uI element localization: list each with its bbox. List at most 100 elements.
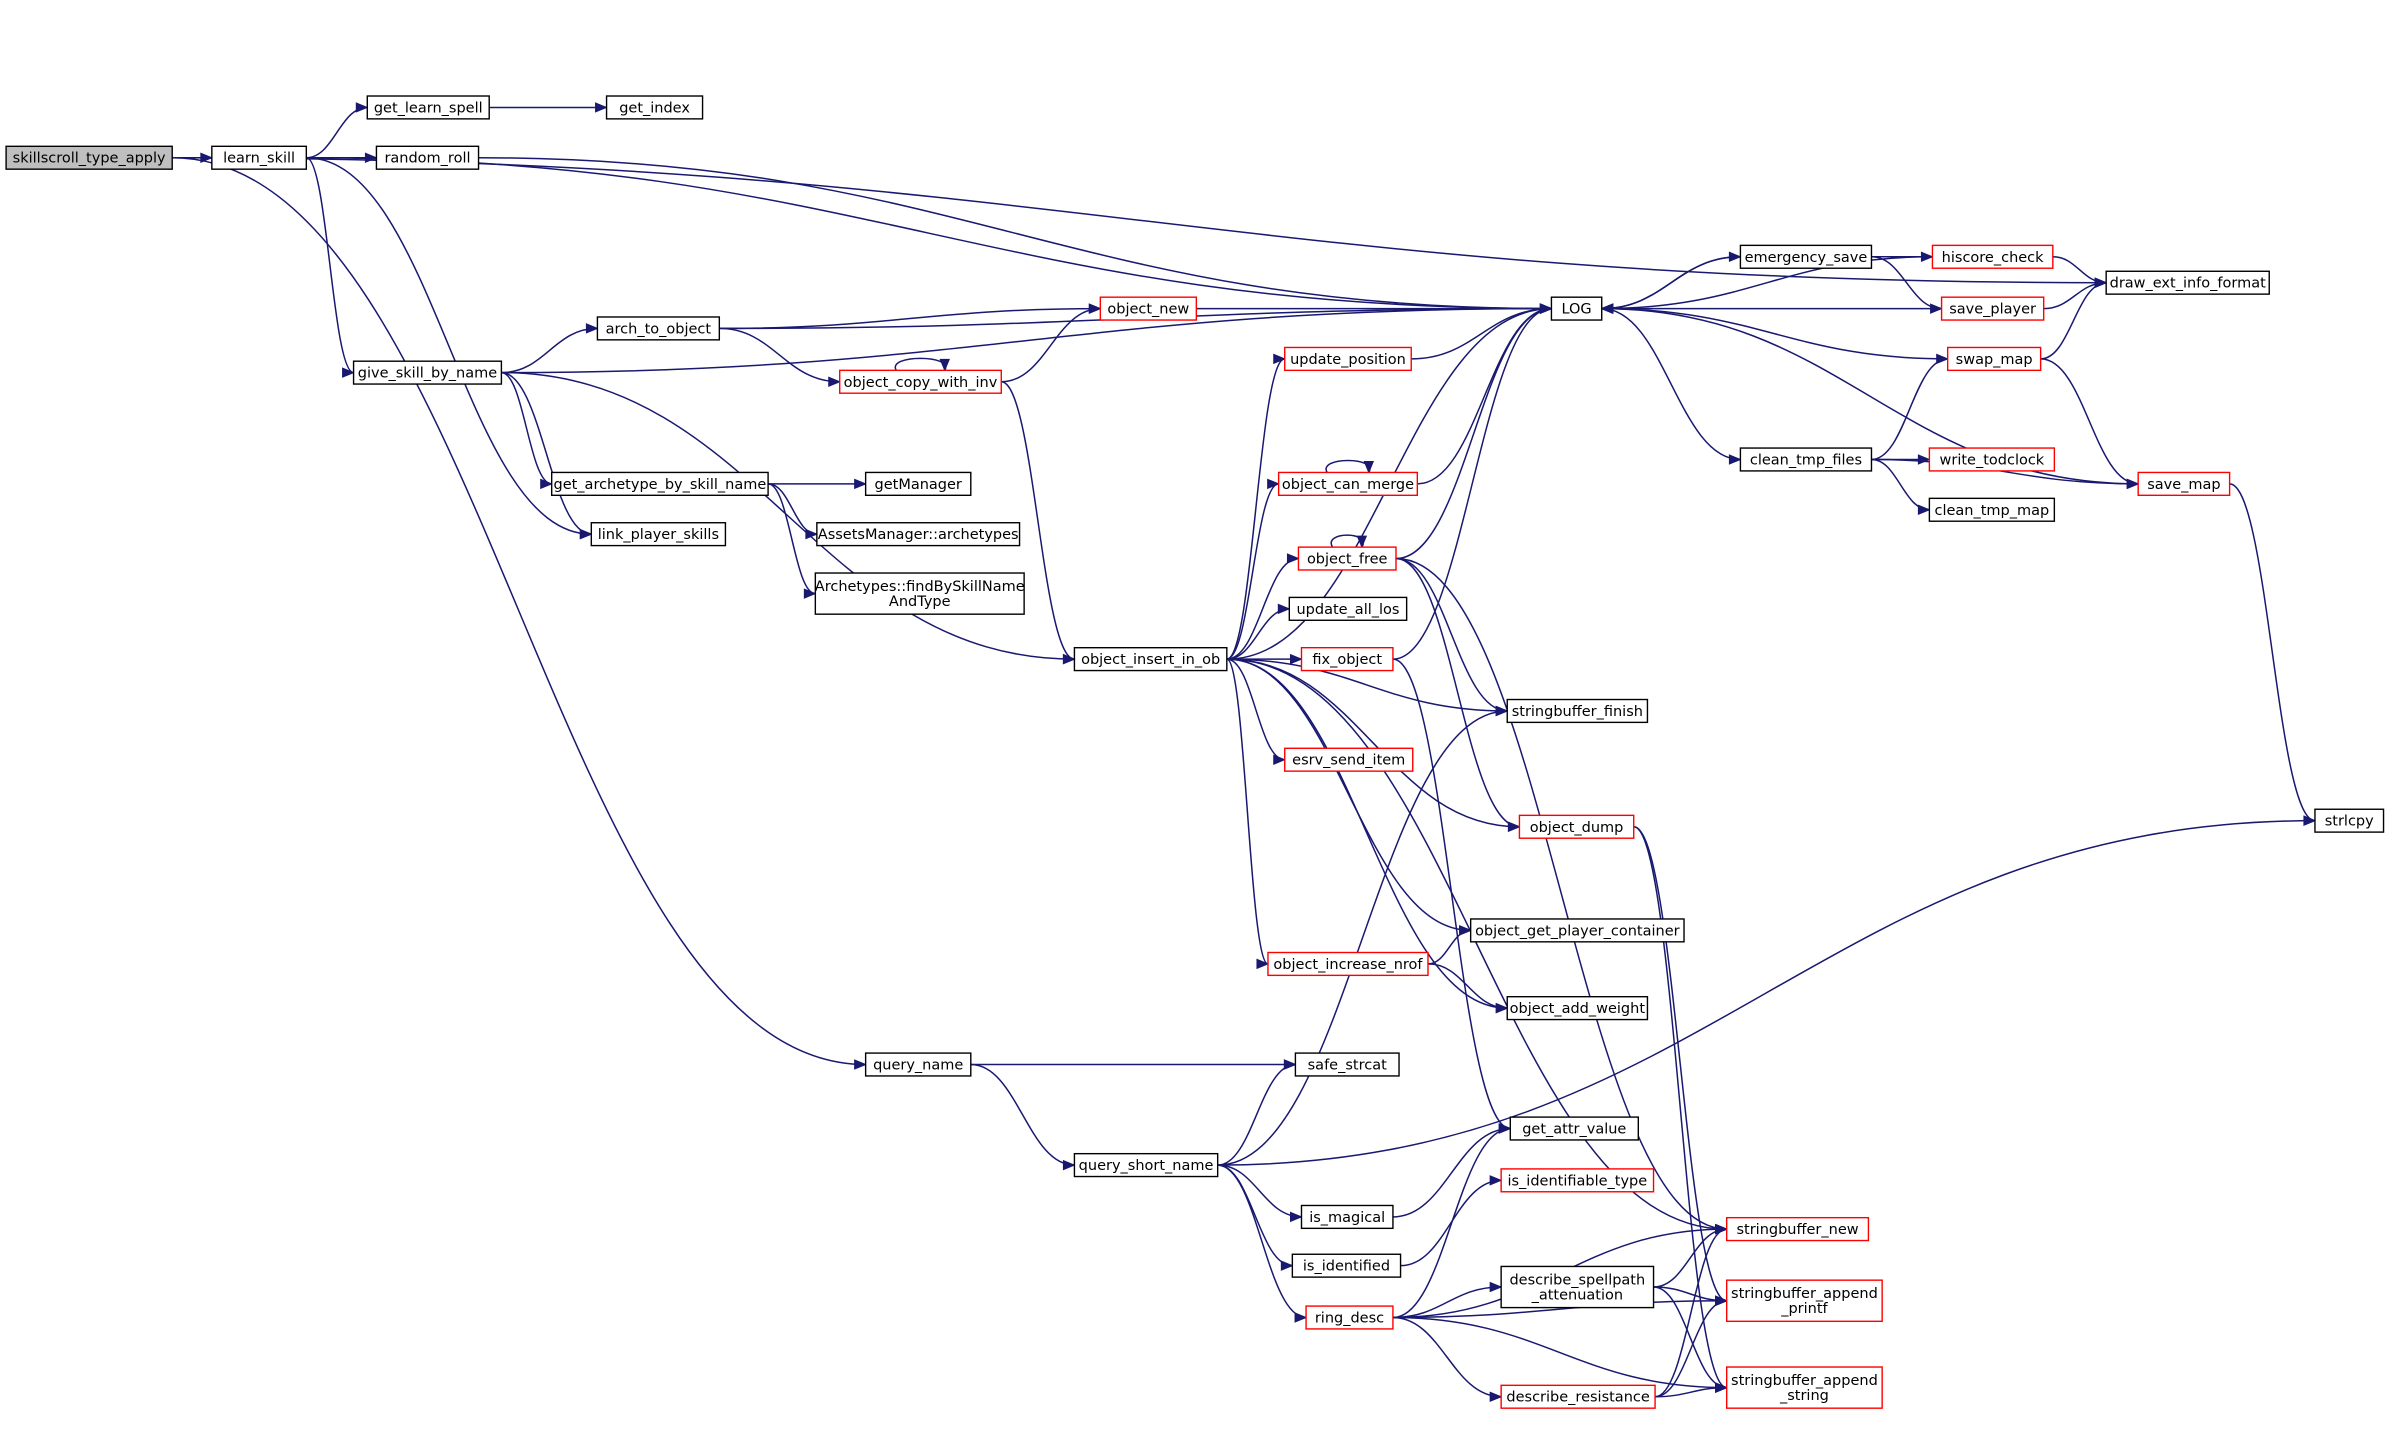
node-stringbuffer_append_printf[interactable]: stringbuffer_append_printf (1725, 1279, 1883, 1323)
node-box-object_can_merge[interactable] (1277, 471, 1419, 497)
node-box-arch_to_object[interactable] (596, 316, 721, 341)
node-get_index[interactable]: get_index (605, 95, 704, 120)
node-box-LOG[interactable] (1550, 296, 1603, 321)
node-random_roll[interactable]: random_roll (375, 145, 480, 170)
node-box-object_new[interactable] (1099, 296, 1198, 321)
node-box-learn_skill[interactable] (211, 145, 308, 170)
node-object_can_merge[interactable]: object_can_merge (1277, 471, 1419, 497)
node-box-object_dump[interactable] (1518, 814, 1635, 839)
node-query_short_name[interactable]: query_short_name (1073, 1152, 1219, 1178)
node-box-AssetsManager_archetypes[interactable] (816, 522, 1021, 547)
node-box-object_get_player_container[interactable] (1469, 918, 1685, 943)
node-draw_ext_info_format[interactable]: draw_ext_info_format (2105, 270, 2270, 295)
node-box-object_increase_nrof[interactable] (1267, 951, 1429, 977)
node-box-stringbuffer_append_printf[interactable] (1725, 1279, 1883, 1323)
node-skillscroll_type_apply[interactable]: skillscroll_type_apply (5, 145, 173, 170)
node-safe_strcat[interactable]: safe_strcat (1294, 1052, 1400, 1077)
node-box-findBySkillNameAndType[interactable] (814, 572, 1025, 615)
node-box-emergency_save[interactable] (1739, 244, 1873, 269)
node-object_new[interactable]: object_new (1099, 296, 1198, 321)
node-get_learn_spell[interactable]: get_learn_spell (366, 95, 490, 120)
node-learn_skill[interactable]: learn_skill (211, 145, 308, 170)
node-box-clean_tmp_map[interactable] (1928, 497, 2056, 522)
node-save_map[interactable]: save_map (2137, 471, 2231, 497)
node-is_identified[interactable]: is_identified (1291, 1253, 1402, 1278)
node-box-update_position[interactable] (1284, 346, 1412, 372)
node-object_insert_in_ob[interactable]: object_insert_in_ob (1073, 647, 1228, 672)
node-box-is_identified[interactable] (1291, 1253, 1402, 1278)
node-stringbuffer_finish[interactable]: stringbuffer_finish (1506, 698, 1649, 724)
node-box-query_short_name[interactable] (1073, 1152, 1219, 1178)
node-box-fix_object[interactable] (1300, 647, 1394, 672)
node-box-stringbuffer_append_string[interactable] (1725, 1366, 1883, 1409)
node-arch_to_object[interactable]: arch_to_object (596, 316, 721, 341)
node-get_attr_value[interactable]: get_attr_value (1509, 1116, 1640, 1141)
node-box-save_player[interactable] (1940, 296, 2045, 321)
node-query_name[interactable]: query_name (864, 1052, 972, 1077)
node-strlcpy[interactable]: strlcpy (2314, 808, 2385, 833)
node-object_free[interactable]: object_free (1297, 546, 1397, 571)
node-hiscore_check[interactable]: hiscore_check (1931, 244, 2054, 269)
node-ring_desc[interactable]: ring_desc (1305, 1305, 1394, 1330)
node-swap_map[interactable]: swap_map (1946, 346, 2042, 372)
node-box-hiscore_check[interactable] (1931, 244, 2054, 269)
node-box-is_magical[interactable] (1300, 1204, 1394, 1230)
node-box-object_add_weight[interactable] (1506, 995, 1649, 1021)
node-box-strlcpy[interactable] (2314, 808, 2385, 833)
node-getManager[interactable]: getManager (864, 471, 972, 497)
node-stringbuffer_new[interactable]: stringbuffer_new (1725, 1216, 1870, 1242)
node-AssetsManager_archetypes[interactable]: AssetsManager::archetypes (816, 522, 1021, 547)
node-box-stringbuffer_new[interactable] (1725, 1216, 1870, 1242)
node-box-write_todclock[interactable] (1928, 447, 2056, 472)
node-LOG[interactable]: LOG (1550, 296, 1603, 321)
node-clean_tmp_map[interactable]: clean_tmp_map (1928, 497, 2056, 522)
node-box-update_all_los[interactable] (1288, 596, 1408, 621)
node-box-getManager[interactable] (864, 471, 972, 497)
node-object_increase_nrof[interactable]: object_increase_nrof (1267, 951, 1429, 977)
node-is_magical[interactable]: is_magical (1300, 1204, 1394, 1230)
node-object_dump[interactable]: object_dump (1518, 814, 1635, 839)
node-box-object_free[interactable] (1297, 546, 1397, 571)
node-get_archetype_by_skill_name[interactable]: get_archetype_by_skill_name (550, 471, 769, 497)
node-box-is_identifiable_type[interactable] (1500, 1168, 1655, 1193)
node-box-get_archetype_by_skill_name[interactable] (550, 471, 769, 497)
node-object_add_weight[interactable]: object_add_weight (1506, 995, 1649, 1021)
node-is_identifiable_type[interactable]: is_identifiable_type (1500, 1168, 1655, 1193)
node-box-get_index[interactable] (605, 95, 704, 120)
node-update_position[interactable]: update_position (1284, 346, 1412, 372)
node-box-query_name[interactable] (864, 1052, 972, 1077)
node-fix_object[interactable]: fix_object (1300, 647, 1394, 672)
node-box-stringbuffer_finish[interactable] (1506, 698, 1649, 724)
node-box-give_skill_by_name[interactable] (352, 360, 503, 385)
node-box-get_attr_value[interactable] (1509, 1116, 1640, 1141)
node-update_all_los[interactable]: update_all_los (1288, 596, 1408, 621)
node-box-safe_strcat[interactable] (1294, 1052, 1400, 1077)
node-object_copy_with_inv[interactable]: object_copy_with_inv (839, 369, 1002, 394)
node-box-ring_desc[interactable] (1305, 1305, 1394, 1330)
node-describe_spellpath_attenuation[interactable]: describe_spellpath_attenuation (1500, 1265, 1655, 1309)
node-box-draw_ext_info_format[interactable] (2105, 270, 2270, 295)
node-stringbuffer_append_string[interactable]: stringbuffer_append_string (1725, 1366, 1883, 1409)
node-esrv_send_item[interactable]: esrv_send_item (1284, 747, 1414, 772)
node-box-save_map[interactable] (2137, 471, 2231, 497)
node-give_skill_by_name[interactable]: give_skill_by_name (352, 360, 503, 385)
node-box-object_insert_in_ob[interactable] (1073, 647, 1228, 672)
node-emergency_save[interactable]: emergency_save (1739, 244, 1873, 269)
node-clean_tmp_files[interactable]: clean_tmp_files (1739, 447, 1873, 472)
node-describe_resistance[interactable]: describe_resistance (1500, 1384, 1656, 1409)
node-link_player_skills[interactable]: link_player_skills (590, 522, 727, 547)
node-box-describe_resistance[interactable] (1500, 1384, 1656, 1409)
node-box-clean_tmp_files[interactable] (1739, 447, 1873, 472)
node-box-esrv_send_item[interactable] (1284, 747, 1414, 772)
node-write_todclock[interactable]: write_todclock (1928, 447, 2056, 472)
node-save_player[interactable]: save_player (1940, 296, 2045, 321)
node-box-skillscroll_type_apply[interactable] (5, 145, 173, 170)
node-box-describe_spellpath_attenuation[interactable] (1500, 1265, 1655, 1309)
node-box-swap_map[interactable] (1946, 346, 2042, 372)
node-box-object_copy_with_inv[interactable] (839, 369, 1002, 394)
node-box-random_roll[interactable] (375, 145, 480, 170)
node-box-link_player_skills[interactable] (590, 522, 727, 547)
node-box-get_learn_spell[interactable] (366, 95, 490, 120)
node-object_get_player_container[interactable]: object_get_player_container (1469, 918, 1685, 943)
